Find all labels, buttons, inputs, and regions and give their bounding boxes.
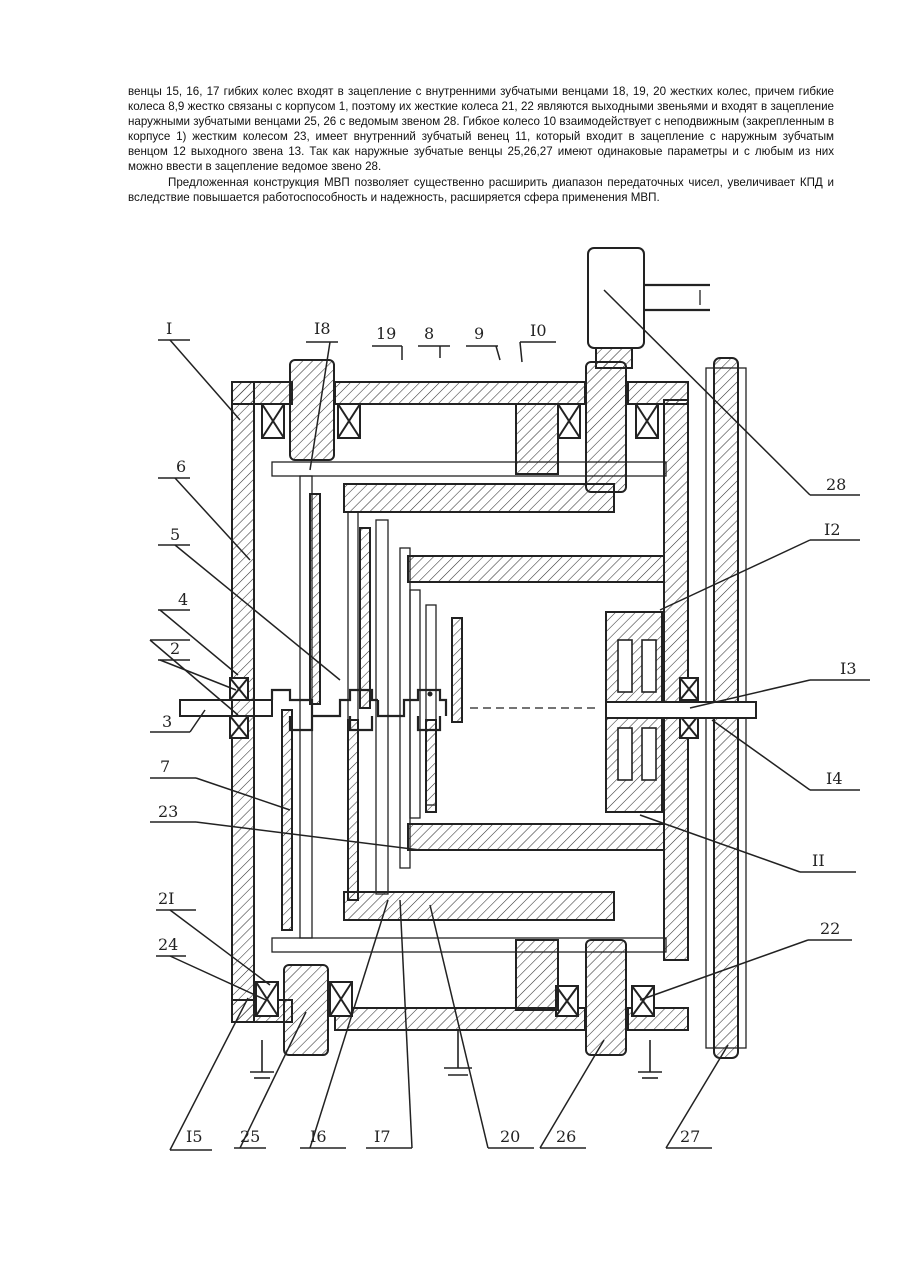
label-28: 28 [826,475,846,494]
label-2: 2 [170,639,180,658]
label-15: I5 [186,1127,203,1146]
label-14: I4 [826,769,843,788]
label-11: II [812,851,825,870]
label-20: 20 [500,1127,520,1146]
label-4: 4 [178,590,188,609]
label-21: 2I [158,889,175,908]
label-7: 7 [160,757,170,776]
label-25: 25 [240,1127,260,1146]
label-1: I [166,319,172,338]
label-24: 24 [158,935,178,954]
label-8: 8 [424,324,434,343]
label-10: I0 [530,321,547,340]
label-13: I3 [840,659,857,678]
label-12: I2 [824,520,841,539]
label-23: 23 [158,802,178,821]
label-19: 19 [376,324,396,343]
label-27: 27 [680,1127,700,1146]
label-5: 5 [170,525,180,544]
label-18: I8 [314,319,331,338]
motor [588,248,710,368]
label-6: 6 [176,457,186,476]
label-16: I6 [310,1127,327,1146]
label-26: 26 [556,1127,576,1146]
label-3: 3 [162,712,172,731]
label-17: I7 [374,1127,391,1146]
label-9: 9 [474,324,484,343]
label-22: 22 [820,919,840,938]
